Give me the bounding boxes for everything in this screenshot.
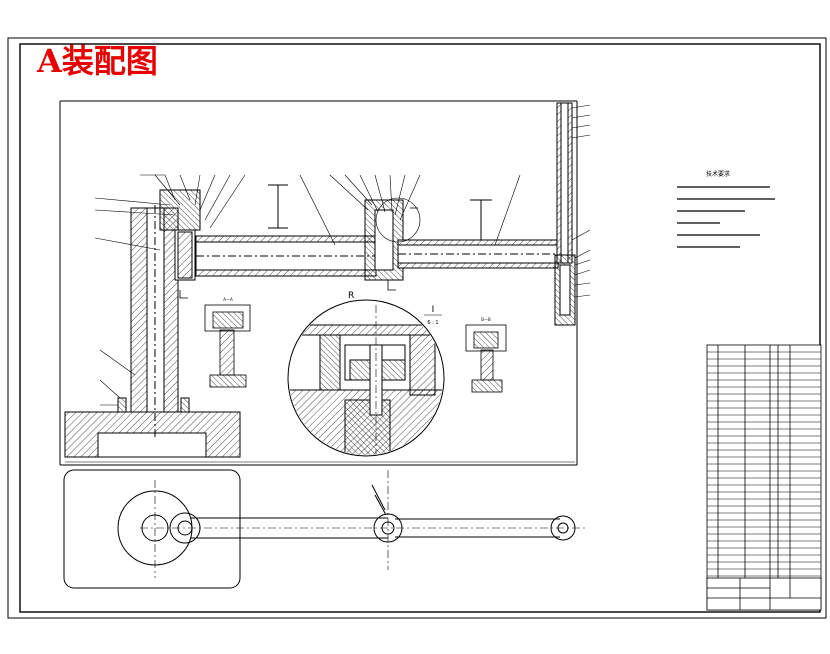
section-mark: I [432, 305, 435, 315]
outer-border [7, 37, 827, 619]
view-b-label: B—B [481, 317, 491, 322]
drawing-title: A装配图 [36, 42, 158, 80]
detail-view-I [287, 299, 445, 457]
parts-list [706, 344, 822, 611]
tech-requirements-lines [677, 186, 775, 248]
plan-view [63, 469, 585, 589]
tech-requirements-heading: 技术要求 [706, 170, 730, 178]
section-markers [179, 197, 421, 299]
title-block [706, 577, 822, 611]
view-a-label: A—A [223, 297, 233, 302]
side-view-a [204, 304, 251, 388]
front-view [59, 100, 578, 466]
side-view-b [465, 324, 507, 393]
parts-list-rows [707, 351, 821, 584]
leader-lines [94, 104, 591, 406]
section-scale: 6 : 1 [427, 320, 438, 326]
detail-letter: R [348, 291, 354, 301]
inner-border [19, 43, 821, 613]
